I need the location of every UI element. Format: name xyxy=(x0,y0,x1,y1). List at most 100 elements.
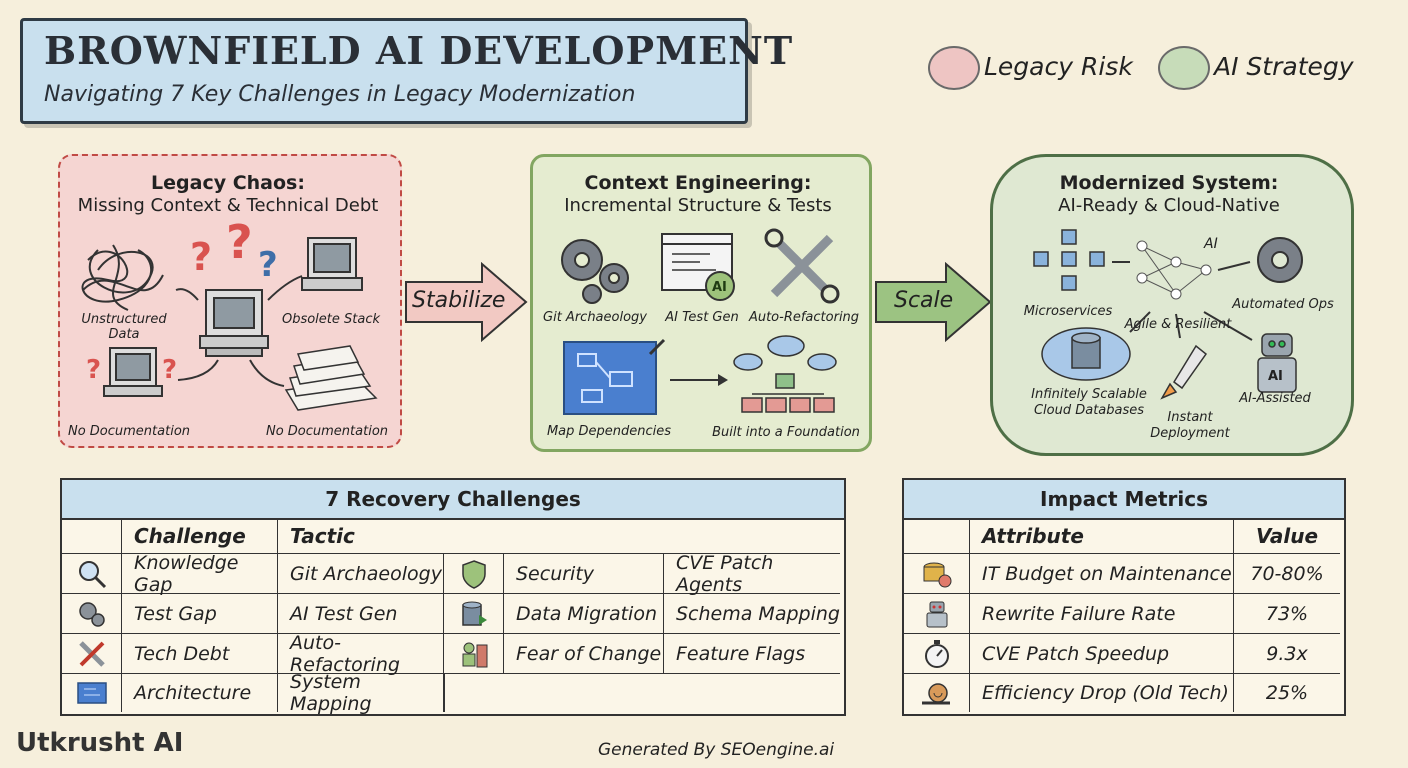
question-mark-icon: ? xyxy=(86,355,101,385)
page-subtitle: Navigating 7 Key Challenges in Legacy Mo… xyxy=(44,82,636,107)
context-engineering-title: Context Engineering: xyxy=(584,172,812,194)
foundation-blocks-icon xyxy=(733,335,837,413)
ai-strategy-swatch xyxy=(1158,46,1210,90)
question-mark-icon: ? xyxy=(258,245,278,285)
neural-network-icon xyxy=(1136,240,1212,300)
caption-unstructured-data: Unstructured Data xyxy=(81,312,167,342)
title-box xyxy=(20,18,748,124)
old-computer-icon xyxy=(199,289,269,357)
tactic-feature-flags: Feature Flags xyxy=(664,634,840,674)
cloud-database-icon xyxy=(1041,327,1131,381)
code-window-icon xyxy=(661,233,735,301)
metric-efficiency-drop: Efficiency Drop (Old Tech) xyxy=(970,674,1234,712)
stabilize-label: Stabilize xyxy=(412,288,506,313)
paper-pile-icon xyxy=(284,345,378,411)
challenge-knowledge-gap: Knowledge Gap xyxy=(122,552,278,596)
caption-no-documentation-right: No Documentation xyxy=(265,424,389,439)
caption-ai-test-gen: AI Test Gen xyxy=(665,310,739,325)
metric-efficiency-drop-value: 25% xyxy=(1265,682,1309,704)
context-engineering-illustration: AI xyxy=(561,228,840,415)
tactic-schema-mapping: Schema Mapping xyxy=(664,594,840,634)
blueprint-icon xyxy=(563,338,666,415)
brand-logo-text: Utkrusht AI xyxy=(16,728,184,758)
tactic-ai-test-gen: AI Test Gen xyxy=(278,594,444,634)
rocket-icon xyxy=(1160,344,1208,400)
caption-deployment: Deployment xyxy=(1150,426,1230,441)
blueprint-icon xyxy=(62,674,122,712)
robot-icon xyxy=(1257,333,1297,393)
magnifier-icon xyxy=(62,554,122,594)
icon-column-header xyxy=(62,518,122,554)
shield-icon xyxy=(444,554,504,594)
modernized-system-panel xyxy=(990,154,1354,456)
person-wall-icon xyxy=(444,634,504,674)
flow-arrows xyxy=(175,275,303,387)
question-mark-icon: ? xyxy=(162,355,177,385)
legacy-risk-swatch xyxy=(928,46,980,90)
recovery-challenges-table: 7 Recovery Challenges xyxy=(60,478,846,716)
flow-arrows xyxy=(1112,261,1253,341)
modernized-system-subtitle: AI-Ready & Cloud-Native xyxy=(1058,195,1280,216)
caption-auto-refactoring: Auto-Refactoring xyxy=(748,310,860,325)
tangled-wires-icon xyxy=(81,244,164,311)
metric-cve-patch-speedup-value: 9.3x xyxy=(1234,634,1340,674)
attribute-column-header: Attribute xyxy=(970,518,1234,554)
undocumented-computer-icon xyxy=(103,347,163,397)
tactic-system-mapping: System Mapping xyxy=(278,671,444,715)
question-mark-icon: ? xyxy=(226,220,253,269)
impact-metrics-table: Impact Metrics xyxy=(902,478,1346,716)
modernized-system-title: Modernized System: xyxy=(1059,172,1279,194)
scale-arrow xyxy=(875,262,992,342)
challenge-security: Security xyxy=(504,554,664,594)
impact-metrics-title: Impact Metrics xyxy=(904,480,1344,520)
stopwatch-icon xyxy=(904,634,970,674)
metric-it-budget: IT Budget on Maintenance xyxy=(970,554,1234,594)
caption-map-dependencies: Map Dependencies xyxy=(546,424,672,439)
caption-ai-assisted: AI-Assisted xyxy=(1239,391,1311,406)
gears-icon xyxy=(561,239,629,304)
tactic-cve-patch-agents: CVE Patch Agents xyxy=(664,552,840,596)
legacy-chaos-title: Legacy Chaos: xyxy=(151,172,305,194)
legend-legacy-risk: Legacy Risk xyxy=(984,52,1133,81)
page-title: BROWNFIELD AI DEVELOPMENT xyxy=(44,28,794,73)
challenge-data-migration: Data Migration xyxy=(504,594,664,634)
metric-rewrite-failure-value: 73% xyxy=(1234,594,1340,634)
microservices-icon xyxy=(1033,229,1105,291)
challenge-test-gap: Test Gap xyxy=(122,594,278,634)
caption-agile-resilient: Agile & Resilient xyxy=(1124,317,1232,332)
recovery-challenges-title: 7 Recovery Challenges xyxy=(62,480,844,520)
caption-automated-ops: Automated Ops xyxy=(1232,297,1334,312)
legacy-chaos-illustration: ? ? ? ? ? xyxy=(81,220,378,411)
caption-infinitely-scalable: Infinitely Scalable xyxy=(1031,387,1147,402)
challenge-tech-debt: Tech Debt xyxy=(122,634,278,674)
legacy-chaos-subtitle: Missing Context & Technical Debt xyxy=(77,195,379,216)
snail-icon xyxy=(904,674,970,712)
tactic-column-header: Tactic xyxy=(278,518,840,554)
metric-it-budget-value: 70-80% xyxy=(1234,554,1340,594)
caption-cloud-databases: Cloud Databases xyxy=(1033,403,1145,418)
tactic-auto-refactoring: Auto-Refactoring xyxy=(278,632,444,676)
caption-obsolete-stack: Obsolete Stack xyxy=(281,312,381,327)
modernized-system-illustration: AI xyxy=(1033,229,1303,400)
coins-icon xyxy=(904,554,970,594)
icon-column-header xyxy=(904,518,970,554)
caption-built-into-foundation: Built into a Foundation xyxy=(712,425,860,440)
challenge-fear-of-change: Fear of Change xyxy=(504,634,664,674)
tools-icon xyxy=(62,634,122,674)
legend-ai-strategy: AI Strategy xyxy=(1214,52,1354,81)
metric-cve-patch-speedup: CVE Patch Speedup xyxy=(970,634,1234,674)
generated-by-text: Generated By SEOengine.ai xyxy=(598,740,835,760)
ai-badge: AI xyxy=(712,280,727,295)
gears-icon xyxy=(62,594,122,634)
value-column-header: Value xyxy=(1234,518,1340,554)
obsolete-computer-icon xyxy=(301,237,363,291)
caption-no-documentation-left: No Documentation xyxy=(67,424,191,439)
wrench-screwdriver-icon xyxy=(764,228,840,304)
challenge-column-header: Challenge xyxy=(122,518,278,554)
challenge-architecture: Architecture xyxy=(122,674,278,712)
caption-microservices: Microservices xyxy=(1023,304,1113,319)
question-mark-icon: ? xyxy=(190,235,212,279)
caption-git-archaeology: Git Archaeology xyxy=(543,310,647,325)
stabilize-arrow xyxy=(405,262,528,342)
database-icon xyxy=(444,594,504,634)
